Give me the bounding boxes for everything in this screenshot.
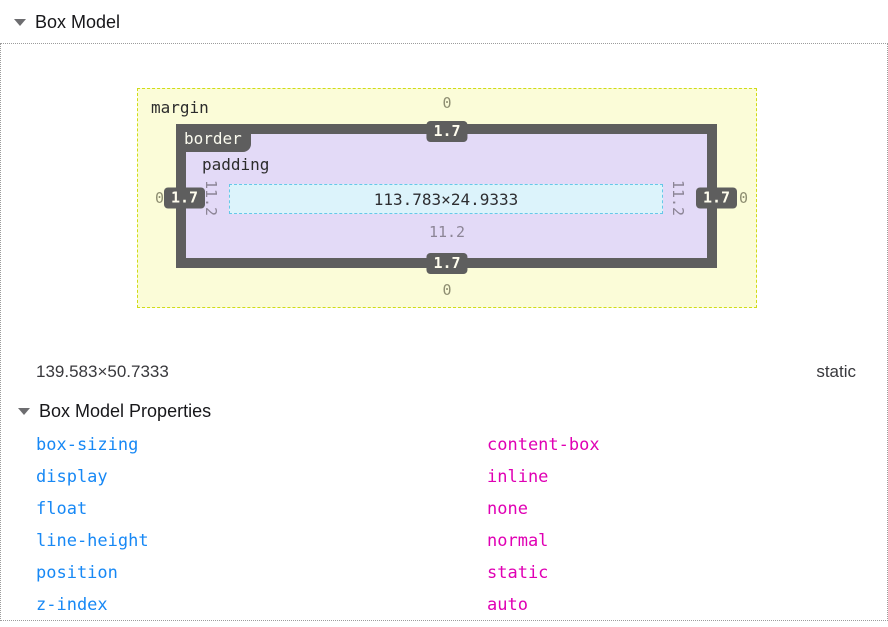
property-value: normal bbox=[487, 531, 549, 551]
padding-right-value[interactable]: 11.2 bbox=[669, 179, 687, 217]
property-row: position static bbox=[0, 557, 888, 589]
property-value: content-box bbox=[487, 435, 600, 455]
border-top-value[interactable]: 1.7 bbox=[426, 121, 468, 142]
element-position: static bbox=[816, 362, 856, 381]
margin-bottom-value[interactable]: 0 bbox=[442, 281, 452, 299]
content-size-value[interactable]: 113.783×24.9333 bbox=[373, 189, 519, 209]
box-model-header[interactable]: Box Model bbox=[14, 9, 120, 35]
property-value: static bbox=[487, 563, 549, 583]
margin-right-value[interactable]: 0 bbox=[739, 189, 749, 207]
property-row: line-height normal bbox=[0, 525, 888, 557]
margin-label: margin bbox=[151, 98, 209, 117]
property-row: float none bbox=[0, 493, 888, 525]
element-size: 139.583×50.7333 bbox=[36, 362, 169, 381]
property-row: display inline bbox=[0, 461, 888, 493]
properties-list: box-sizing content-box display inline fl… bbox=[0, 429, 888, 621]
element-summary: 139.583×50.7333 static bbox=[36, 360, 856, 384]
border-label: border bbox=[176, 126, 251, 152]
property-value: inline bbox=[487, 467, 549, 487]
collapse-triangle-icon[interactable] bbox=[18, 407, 30, 415]
box-model-title: Box Model bbox=[35, 11, 121, 32]
property-name: float bbox=[36, 499, 88, 519]
property-name: box-sizing bbox=[36, 435, 139, 455]
box-model-properties-header[interactable]: Box Model Properties bbox=[18, 398, 211, 424]
border-left-value[interactable]: 1.7 bbox=[164, 187, 206, 209]
padding-bottom-value[interactable]: 11.2 bbox=[428, 223, 466, 241]
property-row: box-sizing content-box bbox=[0, 429, 888, 461]
padding-left-value[interactable]: 11.2 bbox=[202, 179, 220, 217]
padding-label: padding bbox=[202, 155, 270, 174]
collapse-triangle-icon[interactable] bbox=[14, 18, 26, 26]
border-bottom-value[interactable]: 1.7 bbox=[426, 253, 468, 274]
property-name: position bbox=[36, 563, 118, 583]
property-name: z-index bbox=[36, 595, 108, 615]
property-value: none bbox=[487, 499, 528, 519]
property-name: display bbox=[36, 467, 108, 487]
property-name: line-height bbox=[36, 531, 149, 551]
margin-top-value[interactable]: 0 bbox=[442, 94, 452, 112]
property-row: z-index auto bbox=[0, 589, 888, 621]
boxmodel-content-region[interactable]: 113.783×24.9333 bbox=[229, 184, 663, 214]
margin-left-value[interactable]: 0 bbox=[155, 189, 165, 207]
box-model-properties-title: Box Model Properties bbox=[39, 400, 212, 421]
property-value: auto bbox=[487, 595, 528, 615]
border-right-value[interactable]: 1.7 bbox=[696, 187, 738, 209]
boxmodel-margin-region[interactable]: margin 0 1.7 11.2 border padding 113.783… bbox=[137, 88, 757, 308]
